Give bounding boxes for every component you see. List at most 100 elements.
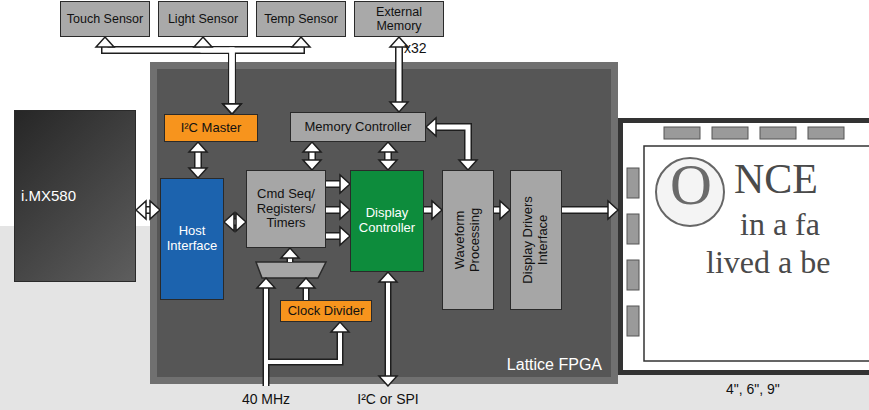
bus-arrow: [105, 46, 232, 105]
fpga-outline: [150, 62, 618, 384]
arrowhead: [236, 213, 246, 231]
node-label: Temp Sensor: [264, 12, 338, 26]
arrowhead: [340, 175, 350, 193]
driver-interface-block: Display Drivers Interface: [510, 170, 562, 310]
arrowhead-group: [189, 142, 207, 178]
arrowhead: [340, 227, 350, 245]
display-sample-text: NCE: [734, 158, 818, 200]
annotation-label: 40 MHz: [226, 391, 306, 407]
arrowhead-group: [340, 227, 350, 245]
clock-wires-outline: [266, 257, 388, 386]
bus-arrow: [232, 46, 301, 105]
node-label: Waveform Processing: [453, 185, 483, 295]
memory-controller-block: Memory Controller: [290, 112, 426, 142]
clock-wires: [266, 255, 388, 386]
node-label: Display Drivers Interface: [521, 177, 551, 303]
arrowhead: [189, 168, 207, 178]
node-label: Display Controller: [353, 206, 421, 236]
waveform-block: Waveform Processing: [442, 170, 494, 310]
sensor-box: Light Sensor: [158, 1, 248, 37]
bus-arrow-outline: [203, 46, 232, 105]
arrowhead-group: [303, 142, 321, 170]
annotation-label: x32: [404, 40, 427, 56]
node-label: Cmd Seq/ Registers/ Timers: [249, 187, 323, 232]
i2c-master-block: I²C Master: [164, 114, 258, 142]
sensor-box: Touch Sensor: [60, 1, 150, 37]
arrowhead: [459, 160, 477, 170]
bus-arrow: [435, 127, 468, 161]
arrowhead: [426, 118, 436, 136]
arrowhead-group: [608, 201, 618, 219]
arrowhead-group: [426, 118, 477, 170]
arrowhead: [303, 142, 321, 152]
bus-arrow-outline: [435, 127, 468, 161]
annotation-label: I²C or SPI: [343, 391, 433, 407]
arrowhead-group: [194, 37, 241, 114]
arrowhead: [340, 201, 350, 219]
arrowhead: [224, 213, 234, 231]
arrowhead-group: [379, 142, 397, 170]
command-block: Cmd Seq/ Registers/ Timers: [246, 170, 326, 248]
fpga-region: I²C Master Memory ControllerHost Interfac…: [150, 62, 618, 384]
arrowhead-group: [96, 37, 241, 114]
arrowhead-group: [223, 37, 310, 114]
bus-arrow: [203, 46, 232, 105]
bus-arrow-outline: [326, 206, 341, 214]
display-sample-text: lived a be: [706, 246, 830, 278]
bus-arrow: [326, 234, 341, 239]
bus-arrow: [562, 208, 609, 213]
bus-arrow-outline: [194, 151, 202, 169]
arrowhead: [223, 104, 241, 114]
arrowhead: [292, 37, 310, 47]
node-label: I²C Master: [181, 121, 242, 136]
bus-arrow-outline: [326, 180, 341, 188]
node-label: Clock Divider: [288, 304, 365, 319]
sensor-box: Temp Sensor: [256, 1, 346, 37]
arrowhead-group: [136, 201, 160, 219]
processor-chip: i.MX580: [14, 110, 136, 282]
node-label: Host Interface: [163, 224, 221, 254]
arrowhead: [379, 160, 397, 170]
bus-arrow-outline: [105, 46, 232, 105]
arrowhead: [136, 201, 146, 219]
arrowhead: [303, 160, 321, 170]
display-sample-text: O: [670, 156, 712, 214]
clock-mux: [256, 262, 326, 278]
arrowhead: [96, 37, 114, 47]
node-label: Light Sensor: [168, 12, 238, 26]
arrowhead: [390, 102, 408, 112]
display-controller-block: Display Controller: [350, 170, 424, 272]
arrowhead: [189, 142, 207, 152]
arrowhead: [500, 201, 510, 219]
bus-arrow: [397, 46, 402, 103]
arrowhead-group: [340, 201, 350, 219]
display-frame: [644, 146, 869, 361]
bus-arrow-outline: [395, 46, 403, 103]
bus-arrow-outline: [326, 232, 341, 240]
arrowhead: [223, 104, 241, 114]
node-label: Lattice FPGA: [507, 356, 602, 374]
bus-arrow: [326, 208, 341, 213]
display-pads: [627, 127, 844, 336]
arrowhead-group: [432, 201, 442, 219]
epaper-display: O NCE in a fa lived a be: [618, 118, 869, 375]
arrowhead-group: [224, 213, 246, 231]
bus-arrow-outline: [562, 206, 609, 214]
node-label: Memory Controller: [305, 120, 412, 135]
arrowhead: [150, 201, 160, 219]
host-interface-block: Host Interface: [160, 178, 224, 300]
fpga-body: [157, 69, 611, 377]
node-label: i.MX580: [21, 187, 76, 204]
display-sample-text: in a fa: [740, 208, 820, 240]
bus-arrow-outline: [232, 46, 301, 105]
arrowhead-group: [500, 201, 510, 219]
arrowhead: [379, 142, 397, 152]
node-label: External Memory: [357, 5, 441, 34]
arrowhead: [223, 104, 241, 114]
arrowhead: [432, 201, 442, 219]
node-label: Touch Sensor: [67, 12, 143, 26]
arrowhead: [194, 37, 212, 47]
arrowhead: [608, 201, 618, 219]
bus-arrow: [196, 151, 201, 169]
bus-arrow: [326, 182, 341, 187]
